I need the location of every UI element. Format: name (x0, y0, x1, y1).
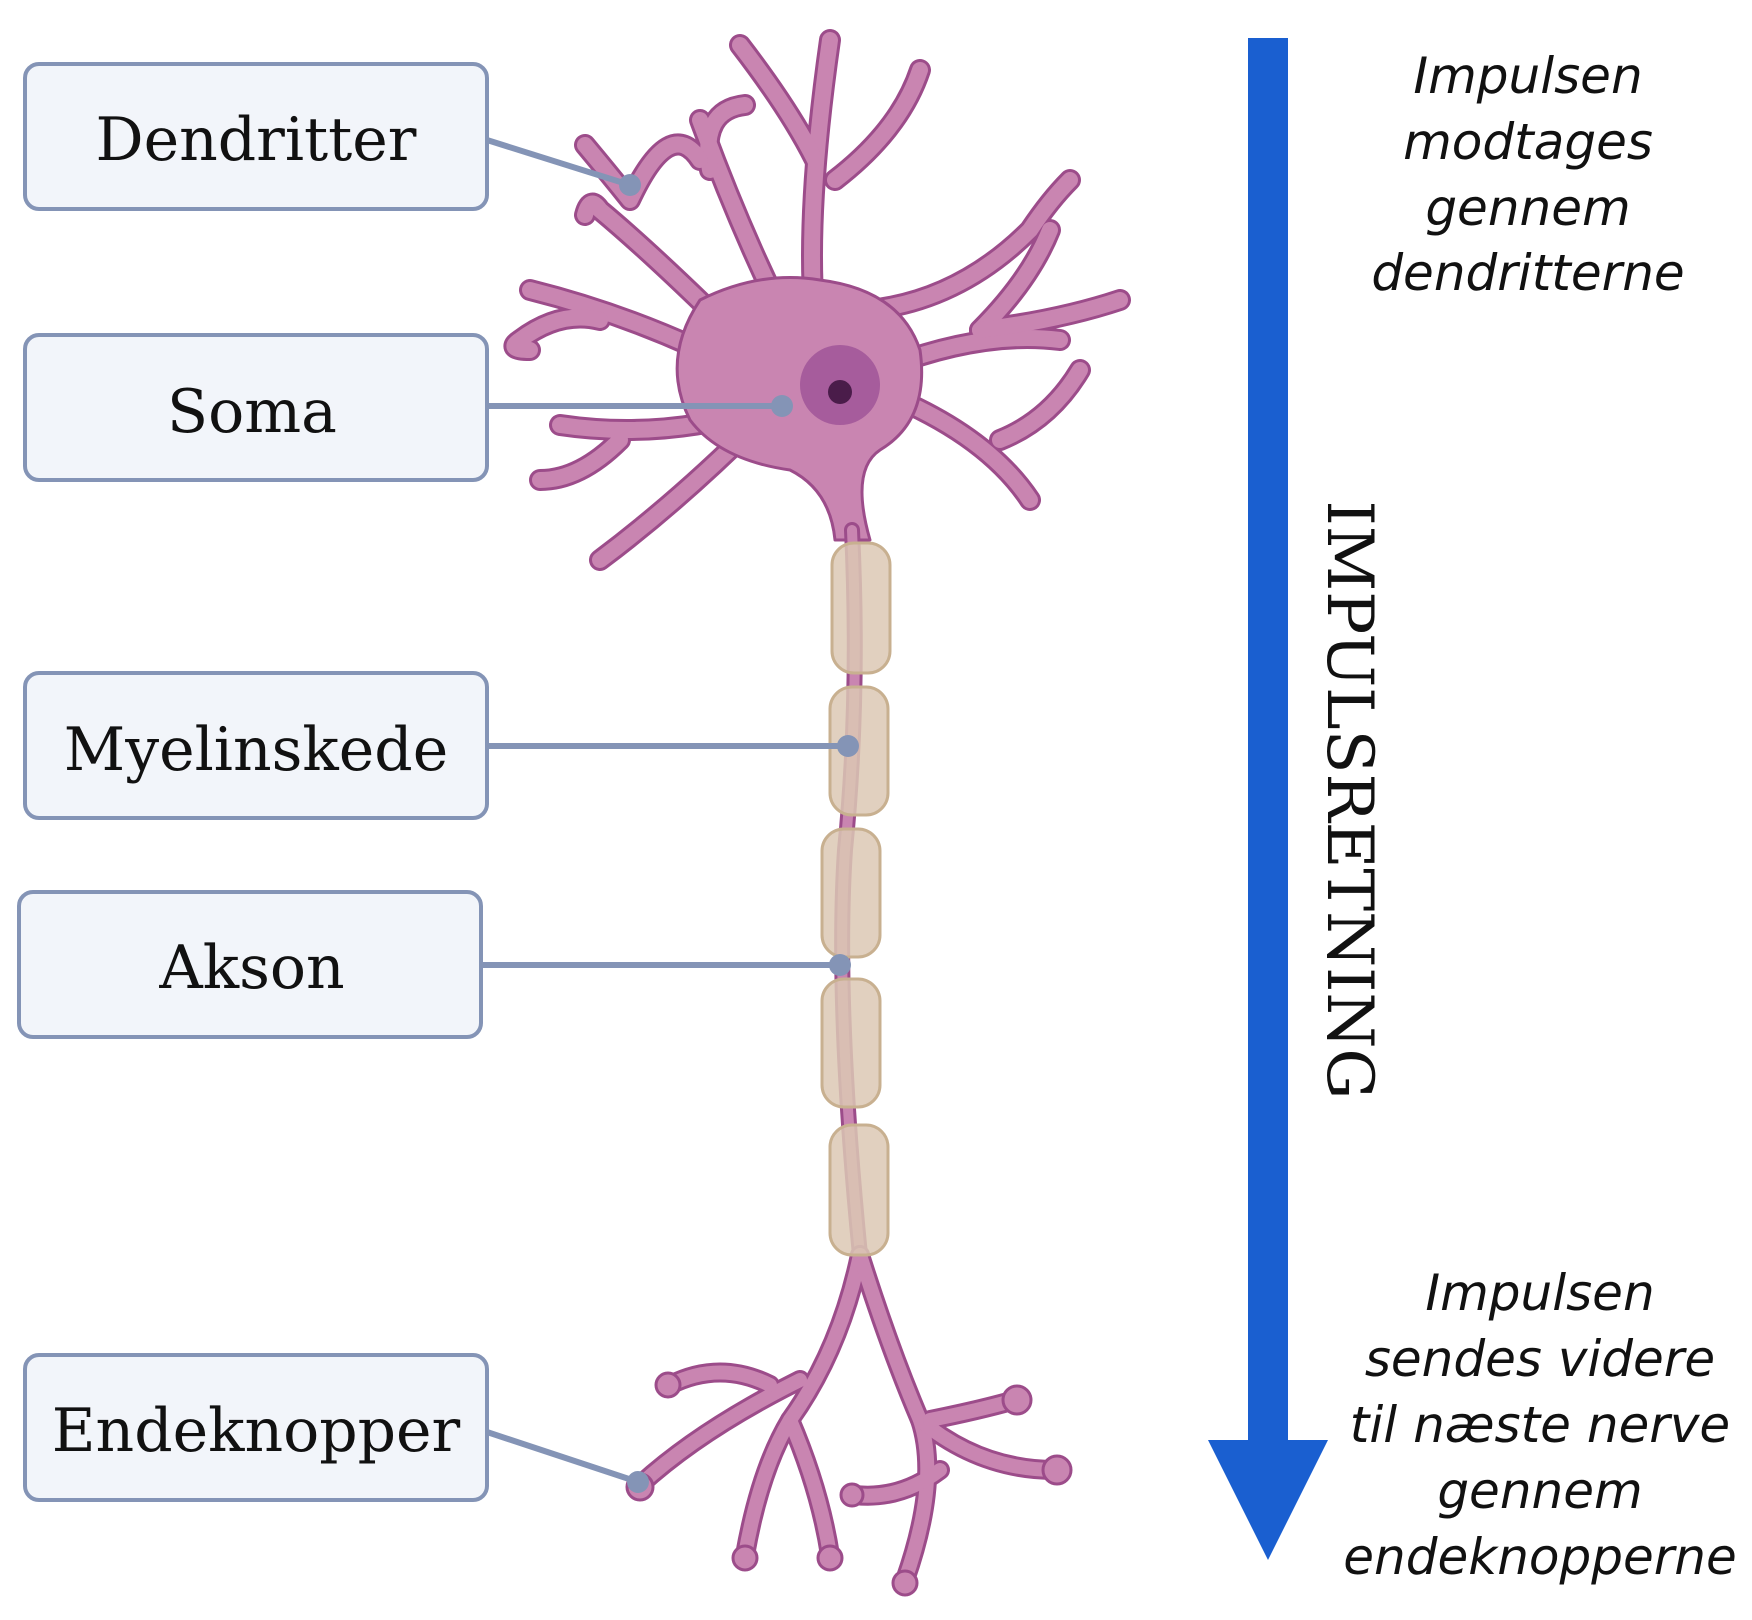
down-arrow-icon (1208, 38, 1328, 1560)
neuron (503, 29, 1131, 1597)
label-terminals-text: Endeknopper (52, 1396, 461, 1466)
note-top-line: gennem (1425, 179, 1630, 237)
note-bottom-line: til næste nerve (1350, 1396, 1730, 1454)
label-axon: Akson (17, 890, 483, 1039)
note-bottom-line: Impulsen (1425, 1264, 1654, 1322)
note-bottom-line: sendes videre (1365, 1330, 1715, 1388)
leader-lines (482, 137, 859, 1493)
label-myelin: Myelinskede (23, 671, 489, 820)
label-axon-text: Akson (158, 933, 344, 1003)
label-dendrites: Dendritter (23, 62, 489, 211)
nucleolus (828, 380, 852, 404)
note-top-line: Impulsen (1413, 47, 1642, 105)
arrow-label: IMPULSRETNING (1312, 500, 1386, 1099)
myelin-sheaths (820, 541, 892, 1257)
label-dendrites-text: Dendritter (96, 105, 417, 175)
label-soma-text: Soma (167, 377, 337, 447)
soma (675, 276, 924, 542)
note-top-line: modtages (1403, 113, 1653, 171)
note-bottom-line: gennem (1437, 1462, 1642, 1520)
note-bottom: Impulsen sendes videre til næste nerve g… (1343, 1264, 1736, 1586)
label-soma: Soma (23, 333, 489, 482)
terminal-knobs (625, 1371, 1073, 1597)
label-terminals: Endeknopper (23, 1353, 489, 1502)
note-top: Impulsen modtages gennem dendritterne (1371, 47, 1684, 302)
label-myelin-text: Myelinskede (64, 715, 448, 785)
note-bottom-line: endeknopperne (1343, 1528, 1736, 1586)
note-top-line: dendritterne (1371, 244, 1684, 302)
